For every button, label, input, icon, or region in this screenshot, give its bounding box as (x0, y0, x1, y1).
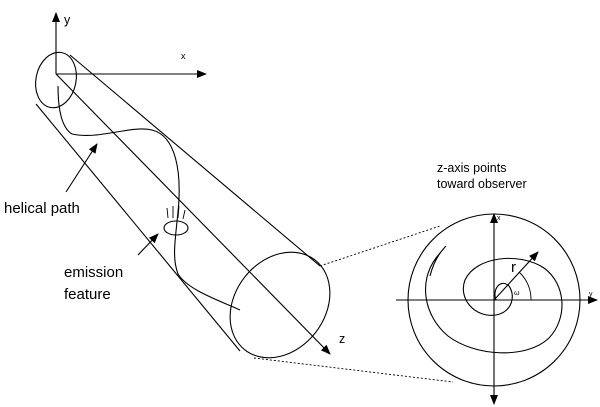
radius-label: r (511, 259, 516, 276)
radius-vector (493, 251, 539, 301)
cross-section-spiral (424, 245, 563, 354)
angle-arc (518, 271, 532, 301)
emission-feature-label-line2: feature (64, 286, 111, 303)
cross-section-y-label: y (589, 291, 593, 298)
y-axis-3d-label: y (64, 13, 71, 27)
emission-pointer (137, 233, 159, 256)
x-axis-3d-label: x (181, 51, 186, 61)
cylinder-near-end (35, 51, 77, 109)
helical-path-pointer (65, 143, 98, 193)
cylinder-lower-edge (35, 103, 241, 352)
cylinder-upper-edge (69, 54, 321, 267)
angle-label: ω (514, 290, 520, 297)
cross-section-note-line1: z-axis points (437, 161, 506, 175)
projection-line-bottom (253, 357, 454, 383)
emission-rays (166, 205, 186, 220)
helical-path-curve (57, 85, 241, 311)
emission-feature-label-line1: emission (64, 264, 123, 281)
cross-section-note-line2: toward observer (437, 177, 527, 191)
z-axis-3d-label: z (339, 332, 345, 346)
z-axis-3d (55, 73, 331, 355)
cylinder-far-end (229, 251, 331, 359)
emission-feature-blob (163, 220, 189, 236)
helical-path-label: helical path (4, 200, 80, 217)
projection-line-top (319, 225, 441, 267)
cross-section-x-label: x (497, 215, 501, 222)
